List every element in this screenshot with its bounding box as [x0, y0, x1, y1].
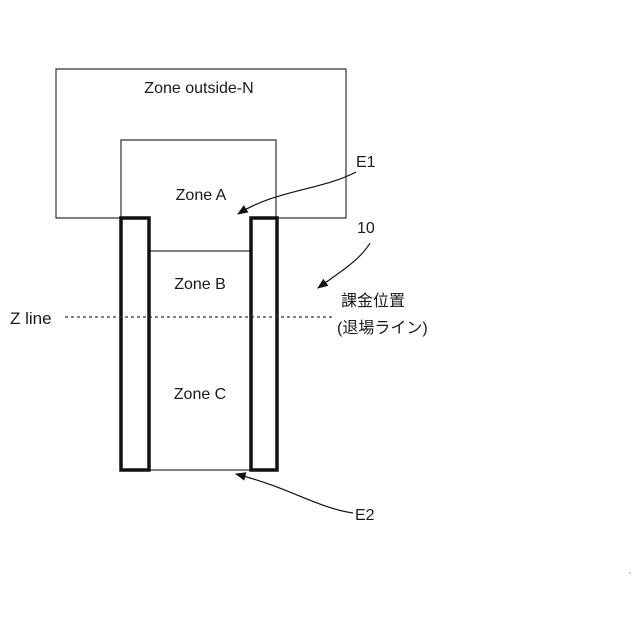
ref-10-label: 10	[357, 220, 375, 237]
zone-b-label: Zone B	[174, 276, 226, 293]
right-wall	[251, 218, 277, 470]
zone-outside-n-label: Zone outside-N	[144, 80, 253, 97]
e1-arrow	[238, 172, 356, 214]
e1-label: E1	[356, 154, 376, 171]
zone-a-label: Zone A	[176, 187, 227, 204]
e2-label: E2	[355, 507, 375, 524]
e2-arrow	[236, 474, 353, 513]
left-wall	[121, 218, 149, 470]
ref-10-arrow	[318, 243, 370, 288]
exit-line-label: (退場ライン)	[337, 319, 428, 337]
z-line-label: Z line	[10, 309, 52, 328]
charge-position-label: 課金位置	[341, 292, 405, 310]
zone-c-label: Zone C	[174, 386, 226, 403]
